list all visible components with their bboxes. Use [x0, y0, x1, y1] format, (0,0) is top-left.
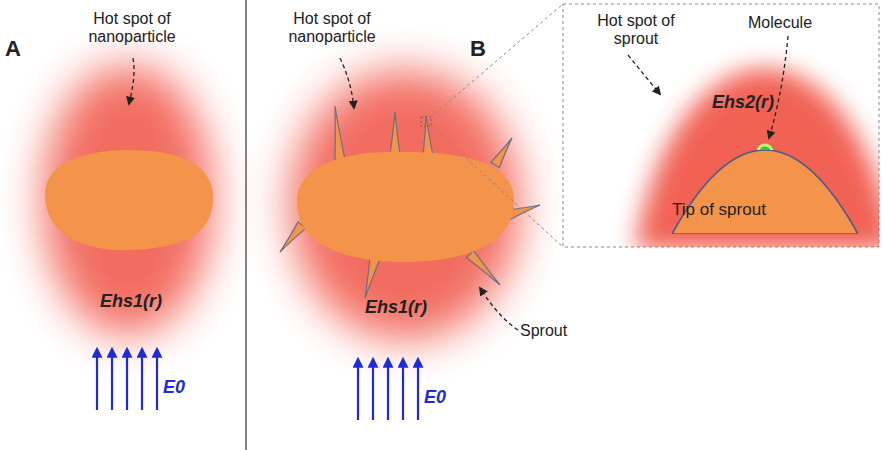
- leader-arrow: [628, 55, 660, 94]
- callout-text: Hot spot of sprout: [596, 12, 676, 49]
- panel-letter: A: [5, 36, 21, 61]
- callout-text: Molecule: [748, 14, 812, 32]
- hot-spot-glow: [43, 65, 213, 335]
- field-label: Ehs2(r): [712, 92, 774, 113]
- field-arrows: [97, 349, 157, 410]
- sprout: [335, 106, 345, 160]
- nanoparticle: [297, 152, 514, 262]
- leader-arrow: [340, 58, 354, 108]
- leader-arrow: [129, 58, 134, 104]
- sprout: [423, 116, 433, 156]
- sprout-tip: Tip of sprout: [672, 150, 858, 234]
- field-label: E0: [163, 377, 185, 398]
- zoom-line: [431, 4, 563, 117]
- field-label: Ehs1(r): [100, 291, 162, 312]
- panel-letter: B: [470, 36, 486, 61]
- nanoparticle: [45, 150, 213, 250]
- sprout: [390, 112, 400, 155]
- field-arrows: [358, 359, 418, 420]
- field-label: E0: [424, 387, 446, 408]
- hot-spot-glow: [290, 70, 520, 340]
- callout-text: Hot spot of nanoparticle: [80, 10, 184, 47]
- node-label: Tip of sprout: [672, 200, 766, 220]
- callout-text: Hot spot of nanoparticle: [280, 10, 384, 47]
- leader-arrow: [480, 288, 518, 330]
- sprout: [280, 222, 306, 252]
- leader-arrow: [769, 36, 788, 138]
- zoom-square: [421, 117, 431, 126]
- sprout: [466, 251, 500, 285]
- sprouts: [280, 106, 540, 298]
- callout-text: Sprout: [520, 322, 567, 340]
- zoom-line: [431, 126, 563, 247]
- sprout: [365, 257, 380, 298]
- sprout-hot-spot: [635, 68, 879, 247]
- sprout: [491, 138, 512, 168]
- field-label: Ehs1(r): [365, 297, 427, 318]
- divider: [245, 0, 246, 450]
- sprout-tip-shape: [672, 150, 858, 234]
